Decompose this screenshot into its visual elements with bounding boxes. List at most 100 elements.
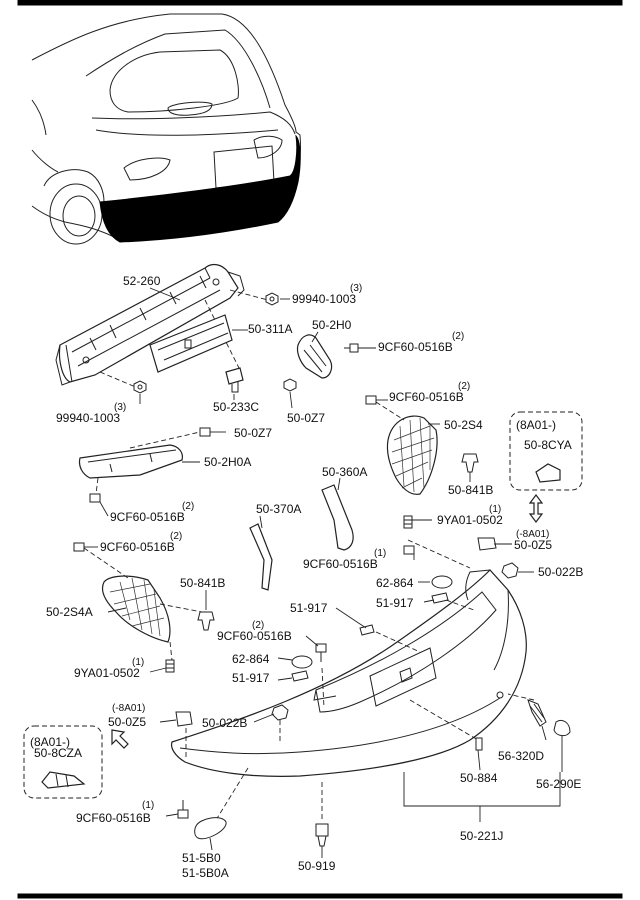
bumper-cover-50-221J [170, 569, 527, 777]
callout-qty-9CF60-0516B-a: (2) [452, 331, 464, 342]
part-50-8CYA [535, 463, 561, 483]
callout-50-0Z7-a: 50-0Z7 [287, 411, 325, 425]
callout-qty-99940-1003-b: (3) [114, 402, 126, 413]
callout-9YA01-0502-a: 9YA01-0502 [437, 513, 503, 527]
dash-2S4A-c [169, 641, 173, 661]
clip-50-0Z7-b [199, 427, 211, 437]
callout-50-311A: 50-311A [248, 322, 292, 336]
bracket-50-2H0 [296, 334, 333, 379]
callout-51-917-c: 51-917 [232, 671, 270, 685]
callout-50-022B-a: 50-022B [538, 565, 583, 579]
clip-50-0Z5-b [477, 537, 497, 551]
callout-52-260: 52-260 [123, 274, 161, 288]
detail-part-box-right: 50-8CYA [524, 438, 572, 452]
callout-51-5B0: 51-5B0 [182, 851, 221, 865]
grommet-56-320D [527, 699, 547, 727]
dash-cover-a [407, 539, 471, 569]
callout-qty-9CF60-0516B-f: (2) [252, 620, 264, 631]
bolt-9CF60-0516B-c [89, 493, 101, 503]
callout-56-320D: 56-320D [498, 749, 544, 763]
callout-50-841B-a: 50-841B [448, 483, 493, 497]
callout-9CF60-0516B-g: 9CF60-0516B [76, 811, 151, 825]
reflector-51-5B0 [194, 817, 227, 840]
callout-51-917-a: 51-917 [290, 601, 328, 615]
dash-52-260-a [229, 289, 269, 301]
bolt-9CF60-0516B-e [403, 545, 415, 555]
plate-bracket-50-311A [149, 314, 233, 373]
callout-50-841B-b: 50-841B [180, 576, 225, 590]
dash-cover-h [215, 767, 249, 821]
bolt-9CF60-0516B-a [344, 343, 359, 353]
dash-2H0A-a [129, 431, 201, 449]
callout-50-0Z5-a: 50-0Z5 [514, 538, 552, 552]
bolt-9CF60-0516B-f [315, 643, 327, 662]
nut-99940-1003-bottom [133, 380, 147, 394]
callout-qty-9YA01-0502-b: (1) [132, 657, 144, 668]
bolt-9CF60-0516B-g [177, 800, 189, 819]
callout-qty-9CF60-0516B-g: (1) [142, 800, 154, 811]
screw-9YA01-0502-b [165, 659, 175, 673]
callout-qty-50-0Z5-b: (-8A01) [112, 703, 145, 714]
screw-9YA01-0502-a [403, 515, 413, 529]
clip-50-022B-b [271, 704, 289, 721]
callout-50-2H0A: 50-2H0A [204, 455, 251, 469]
dash-52-260-c [204, 299, 241, 371]
top-border [17, 0, 623, 6]
callout-9CF60-0516B-c: 9CF60-0516B [110, 510, 185, 524]
dash-52-260-b [99, 371, 139, 389]
callout-62-864-a: 62-864 [376, 576, 414, 590]
part-50-8CZA [41, 771, 86, 789]
callout-56-290E: 56-290E [536, 777, 581, 791]
callout-9CF60-0516B-a: 9CF60-0516B [378, 340, 453, 354]
dash-2S4 [375, 401, 405, 421]
bumper-reinforcement-52-260 [55, 263, 245, 386]
clip-50-919 [315, 823, 329, 847]
callout-50-233C: 50-233C [213, 400, 259, 414]
callout-qty-99940-1003-a: (3) [350, 283, 362, 294]
detail-variant-box-left: (8A01-) [30, 735, 70, 749]
callout-9CF60-0516B-d: 9CF60-0516B [100, 540, 175, 554]
callout-50-360A: 50-360A [322, 465, 367, 479]
callout-50-2S4A: 50-2S4A [46, 605, 93, 619]
callout-99940-1003-b: 99940-1003 [56, 411, 120, 425]
tape-51-917-c [291, 670, 309, 682]
callout-50-0Z7-b: 50-0Z7 [234, 426, 272, 440]
callout-50-0Z5-b: 50-0Z5 [108, 715, 146, 729]
clip-50-0Z5-a [175, 711, 193, 727]
pad-62-864-a [431, 575, 453, 589]
callout-99940-1003-a: 99940-1003 [292, 292, 356, 306]
callout-9YA01-0502-b: 9YA01-0502 [74, 666, 140, 680]
nut-99940-1003-top [265, 292, 279, 306]
dash-cover-c [375, 631, 421, 653]
clip-50-022B-a [501, 562, 519, 579]
callout-50-022B-b: 50-022B [202, 716, 247, 730]
car-rear-view [31, 13, 301, 245]
double-arrow-left [111, 729, 129, 749]
clip-50-841B-a [461, 453, 479, 473]
strip-50-884 [475, 737, 483, 751]
callout-qty-50-0Z5-a: (-8A01) [516, 529, 549, 540]
callout-50-884: 50-884 [460, 771, 498, 785]
callout-50-919: 50-919 [298, 859, 336, 873]
dash-2S4A-a [83, 547, 129, 579]
dash-cover-d [321, 667, 325, 709]
dash-cover-j [507, 693, 535, 701]
tape-51-917-a [431, 592, 449, 604]
bracket-50-2S4 [386, 415, 438, 495]
callout-qty-9CF60-0516B-d: (2) [170, 531, 182, 542]
bracket-50-2H0A [78, 444, 183, 479]
bolt-9CF60-0516B-b [365, 395, 377, 405]
detail-part-box-left: 50-8CZA [34, 746, 82, 760]
callout-50-2S4: 50-2S4 [444, 418, 483, 432]
bracket-50-360A [321, 484, 354, 551]
callout-51-917-b: 51-917 [376, 596, 414, 610]
callout-9CF60-0516B-e: 9CF60-0516B [303, 557, 378, 571]
detail-variant-box-right: (8A01-) [516, 418, 556, 432]
leader-50-221J [403, 772, 561, 807]
detail-box-left [23, 725, 103, 799]
callout-50-2H0: 50-2H0 [312, 318, 352, 332]
dash-cover-e [409, 699, 479, 741]
callout-50-370A: 50-370A [256, 502, 301, 516]
leader-lines [84, 287, 563, 858]
